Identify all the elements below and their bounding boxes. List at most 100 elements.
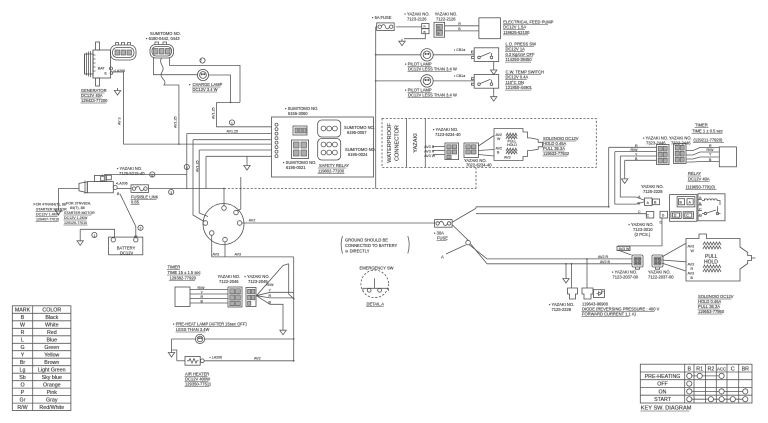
svg-text:Light Green: Light Green — [38, 368, 66, 374]
svg-text:AV3: AV3 — [213, 253, 220, 257]
svg-text:▪LA206: ▪LA206 — [116, 182, 128, 186]
svg-text:▪ PILOT LAMP: ▪ PILOT LAMP — [405, 62, 432, 67]
svg-text:R: R — [21, 330, 25, 336]
svg-text:Y: Y — [269, 289, 272, 293]
svg-text:AV3 W: AV3 W — [619, 247, 631, 251]
svg-text:119625-52100: 119625-52100 — [503, 30, 530, 35]
svg-text:B: B — [638, 201, 641, 205]
svg-text:(129211-77920): (129211-77920) — [694, 138, 723, 143]
svg-text:B: B — [688, 366, 692, 372]
svg-text:SUMITOMO NO.: SUMITOMO NO. — [344, 125, 375, 130]
svg-text:7123-6234-40: 7123-6234-40 — [435, 132, 461, 137]
svg-text:B: B — [424, 30, 426, 34]
svg-text:DC12V 1A: DC12V 1A — [506, 47, 526, 52]
svg-text:7322-2446: 7322-2446 — [671, 141, 691, 146]
svg-text:AV3 B: AV3 B — [424, 145, 435, 149]
svg-text:119643-96900: 119643-96900 — [582, 302, 609, 307]
svg-text:C: C — [686, 214, 689, 218]
svg-text:YAZAKI NO.: YAZAKI NO. — [464, 158, 487, 163]
svg-text:Black: Black — [45, 315, 58, 321]
svg-text:▪: ▪ — [189, 82, 191, 87]
svg-text:TIME 15 ± 1.5 sec: TIME 15 ± 1.5 sec — [168, 270, 201, 275]
svg-text:7125-5215-40: 7125-5215-40 — [119, 171, 145, 176]
svg-text:▪ YAZAKI NO.: ▪ YAZAKI NO. — [405, 12, 430, 17]
svg-text:A: A — [689, 201, 692, 205]
svg-text:L.O. PRESS SW: L.O. PRESS SW — [506, 42, 537, 47]
svg-text:B: B — [117, 192, 120, 196]
svg-text:6: 6 — [151, 173, 153, 177]
svg-text:P: P — [21, 390, 25, 396]
svg-text:DC12V 3.4 W: DC12V 3.4 W — [193, 87, 218, 92]
svg-text:R/W: R/W — [267, 283, 275, 287]
svg-text:Yellow: Yellow — [44, 353, 59, 359]
svg-text:7122-2037-00: 7122-2037-00 — [648, 275, 674, 280]
svg-text:DC12V LESS THAN 3.4 W: DC12V LESS THAN 3.4 W — [408, 93, 457, 98]
svg-text:AV3: AV3 — [688, 263, 695, 267]
svg-text:C: C — [647, 213, 650, 217]
svg-text:6195-0057: 6195-0057 — [347, 130, 367, 135]
svg-text:HOLD: HOLD — [704, 260, 718, 266]
svg-text:D: D — [660, 220, 663, 224]
svg-text:CHARGE LAMP: CHARGE LAMP — [193, 82, 223, 87]
svg-text:110°C ON: 110°C ON — [506, 80, 524, 85]
svg-text:B: B — [438, 31, 440, 35]
svg-text:HOLD: HOLD — [507, 143, 517, 147]
svg-text:▪ 5A FUSE: ▪ 5A FUSE — [372, 15, 392, 20]
svg-text:B: B — [635, 157, 638, 161]
svg-text:A: A — [638, 195, 641, 199]
svg-text:PULL: PULL — [508, 140, 517, 144]
svg-text:YAZAKI: YAZAKI — [413, 133, 419, 153]
svg-text:▪ 6180-0442, 0443: ▪ 6180-0442, 0443 — [146, 36, 180, 41]
svg-text:COLOR: COLOR — [42, 308, 61, 314]
svg-text:FOR 4TNV84(T), 88: FOR 4TNV84(T), 88 — [34, 203, 66, 207]
svg-text:DIODE (REVERSING PRESSURE : 40: DIODE (REVERSING PRESSURE : 400 V — [582, 307, 660, 312]
svg-text:ACC: ACC — [717, 366, 726, 371]
svg-text:119802-77200: 119802-77200 — [318, 169, 345, 174]
svg-text:AV2: AV2 — [496, 133, 503, 137]
svg-text:▪ YAZAKI NO.: ▪ YAZAKI NO. — [117, 166, 142, 171]
svg-text:OFF: OFF — [657, 382, 668, 388]
svg-text:GROUND SHOULD BE: GROUND SHOULD BE — [345, 238, 388, 243]
svg-text:YAZAKI NO.: YAZAKI NO. — [435, 12, 458, 17]
svg-text:▪ SUMITOMO NO.: ▪ SUMITOMO NO. — [285, 106, 318, 111]
svg-text:YAZAKI NO.: YAZAKI NO. — [669, 136, 692, 141]
svg-text:(119650-77910): (119650-77910) — [686, 185, 715, 190]
svg-text:AV2: AV2 — [496, 147, 503, 151]
svg-text:▪ PRE-HEAT LAMP (AFTER 15sec O: ▪ PRE-HEAT LAMP (AFTER 15sec OFF) — [173, 322, 247, 327]
svg-text:DETAIL A: DETAIL A — [367, 302, 385, 307]
svg-text:129407-77010: 129407-77010 — [36, 218, 59, 222]
svg-text:7125-2228: 7125-2228 — [643, 189, 663, 194]
svg-text:SUMITOMO NO.: SUMITOMO NO. — [150, 31, 181, 36]
svg-text:W: W — [20, 323, 25, 329]
svg-text:AV3: AV3 — [688, 245, 695, 249]
svg-text:0.85: 0.85 — [131, 199, 140, 204]
svg-text:PULL: PULL — [705, 254, 718, 260]
svg-text:FUSE: FUSE — [437, 236, 448, 241]
svg-text:FUSIBLE LINK: FUSIBLE LINK — [131, 194, 159, 199]
svg-text:▪ SUMITOMO NO.: ▪ SUMITOMO NO. — [283, 160, 316, 165]
svg-text:WATERPROOF: WATERPROOF — [387, 123, 393, 163]
svg-text:DC12V 1.2KW: DC12V 1.2KW — [64, 216, 88, 220]
svg-text:MARK: MARK — [15, 308, 31, 314]
svg-text:1: 1 — [231, 121, 233, 125]
svg-text:7022-6234-40: 7022-6234-40 — [466, 163, 492, 168]
svg-text:B: B — [269, 300, 272, 304]
svg-text:6155-3060: 6155-3060 — [288, 111, 308, 116]
svg-text:BATTERY: BATTERY — [117, 246, 136, 251]
svg-text:R: R — [709, 144, 712, 148]
svg-text:B: B — [699, 202, 702, 206]
svg-text:YAZAKI NO.: YAZAKI NO. — [218, 274, 241, 279]
svg-text:STARTER MOTOR: STARTER MOTOR — [36, 208, 67, 212]
svg-text:⊖ DIRECTLY: ⊖ DIRECTLY — [345, 249, 370, 254]
svg-text:HOLD 0.46A: HOLD 0.46A — [543, 141, 566, 146]
svg-text:R1: R1 — [696, 366, 703, 372]
svg-text:BR: BR — [742, 366, 750, 372]
svg-text:PULL 36.3A: PULL 36.3A — [698, 304, 720, 309]
svg-text:Sky blue: Sky blue — [42, 375, 62, 381]
svg-text:TIME 1 ± 0.5 sec: TIME 1 ± 0.5 sec — [692, 129, 723, 134]
svg-text:O: O — [20, 383, 24, 389]
svg-text:R: R — [635, 144, 638, 148]
svg-text:AV2 R: AV2 R — [598, 255, 609, 259]
svg-text:129423-77200: 129423-77200 — [81, 98, 108, 103]
svg-text:2: 2 — [140, 227, 142, 231]
